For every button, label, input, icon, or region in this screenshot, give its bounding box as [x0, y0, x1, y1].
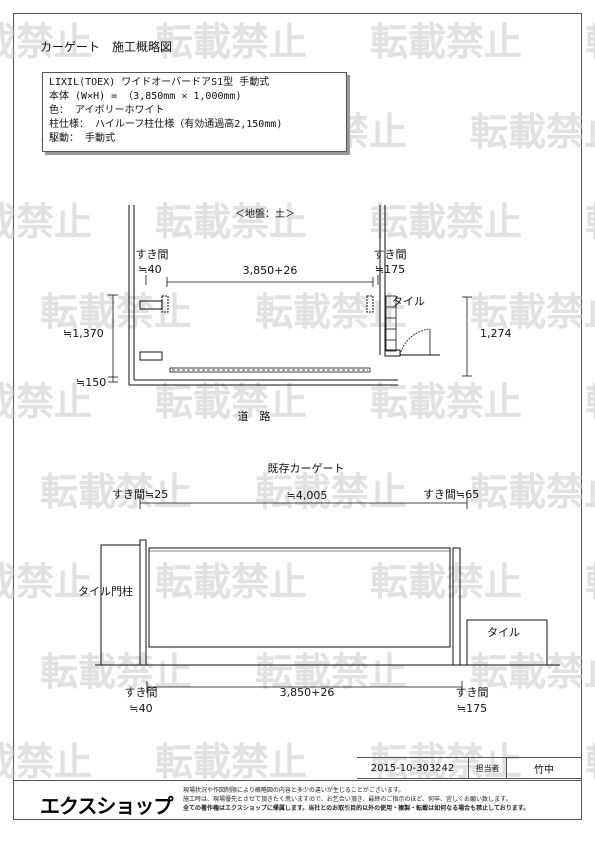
- footer-note: 全ての著作権はエクスショップに帰属します。当社とのお取引目的以外の使用・複製・転…: [183, 805, 530, 812]
- spec-line-product: LIXIL(TOEX) ワイドオーバードアS1型 手動式: [49, 77, 270, 88]
- page-title: カーゲート 施工概略図: [40, 40, 173, 54]
- footer-notes: 現場状況や作図制限により概略図の内容と多少の違いが生じることがございます。 施工…: [183, 786, 529, 813]
- staff-label: 担当者: [469, 758, 507, 778]
- plan-left-height: ≒1,370: [63, 327, 104, 340]
- footer-note: 現場状況や作図制限により概略図の内容と多少の違いが生じることがございます。: [183, 787, 405, 794]
- plan-tile-label: タイル: [392, 295, 425, 308]
- elevation-bottom-width: 3,850+26: [280, 686, 335, 699]
- plan-right-gap-label: すき間: [374, 248, 407, 261]
- elevation-view: [95, 497, 560, 693]
- ground-label: ＜地盤：土＞: [235, 207, 295, 220]
- elevation-title: 既存カーゲート: [268, 461, 345, 475]
- road-label: 道 路: [238, 409, 271, 423]
- plan-bottom-offset: ≒150: [76, 376, 106, 389]
- elevation-bottom-right-gap-value: ≒175: [457, 702, 487, 715]
- plan-view: [108, 205, 472, 386]
- elevation-top-width: ≒4,005: [287, 489, 328, 502]
- plan-right-gap-value: ≒175: [375, 263, 405, 276]
- drawing-frame: [13, 13, 582, 820]
- plan-left-gap-label: すき間: [136, 248, 169, 261]
- spec-box: LIXIL(TOEX) ワイドオーバードアS1型 手動式 本体 (W×H) = …: [42, 72, 347, 152]
- plan-right-height: 1,274: [480, 327, 512, 340]
- footer-divider: [14, 780, 581, 781]
- elevation-tile-label: タイル: [487, 626, 520, 639]
- tile-pillar-label: タイル門柱: [78, 584, 133, 598]
- elevation-top-right-gap: すき間≒65: [423, 488, 479, 501]
- spec-line-size: 本体 (W×H) = （3,850mm × 1,000mm): [49, 91, 242, 102]
- elevation-bottom-left-gap-label: すき間: [125, 686, 158, 699]
- spec-line-pillar: 柱仕様： ハイルーフ柱仕様（有効通過高2,150mm): [49, 119, 283, 130]
- spec-line-drive: 駆動： 手動式: [49, 133, 116, 144]
- elevation-bottom-right-gap-label: すき間: [456, 686, 489, 699]
- footer-note: 施工時は、現場優先とさせて頂きたく思いますので、お乞合い頂き、最終のご指示のほど…: [183, 796, 512, 803]
- staff-name: 竹中: [534, 764, 554, 776]
- spec-line-color: 色： アイボリーホワイト: [49, 105, 165, 116]
- title-block: 2015-10-303242 担当者 竹中: [357, 757, 581, 779]
- plan-width-label: 3,850+26: [243, 264, 298, 277]
- elevation-top-left-gap: すき間≒25: [112, 488, 168, 501]
- logo: エクスショップ: [40, 794, 173, 818]
- doc-number: 2015-10-303242: [357, 758, 469, 778]
- elevation-bottom-left-gap-value: ≒40: [129, 702, 152, 715]
- plan-left-gap-value: ≒40: [138, 263, 161, 276]
